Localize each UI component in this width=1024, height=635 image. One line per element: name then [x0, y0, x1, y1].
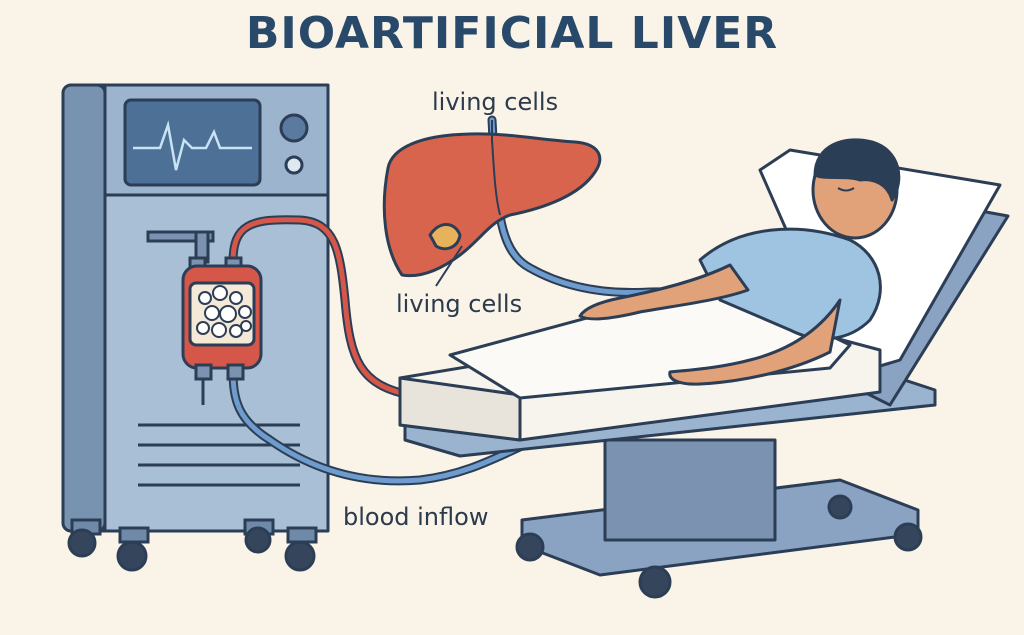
cell-cartridge	[181, 256, 263, 405]
machine-wheels	[67, 518, 318, 572]
diagram-title: BIOARTIFICIAL LIVER	[245, 8, 779, 59]
living-cells-cluster	[196, 285, 252, 338]
leader-line-liver	[435, 245, 463, 287]
patient	[448, 138, 901, 400]
label-living-cells-top: living cells	[432, 88, 559, 116]
label-living-cells-liver: living cells	[396, 290, 523, 318]
control-knobs[interactable]	[279, 113, 309, 175]
liver-icon	[382, 132, 602, 278]
label-blood-inflow: blood inflow	[343, 503, 489, 531]
ecg-monitor-icon	[123, 98, 262, 187]
